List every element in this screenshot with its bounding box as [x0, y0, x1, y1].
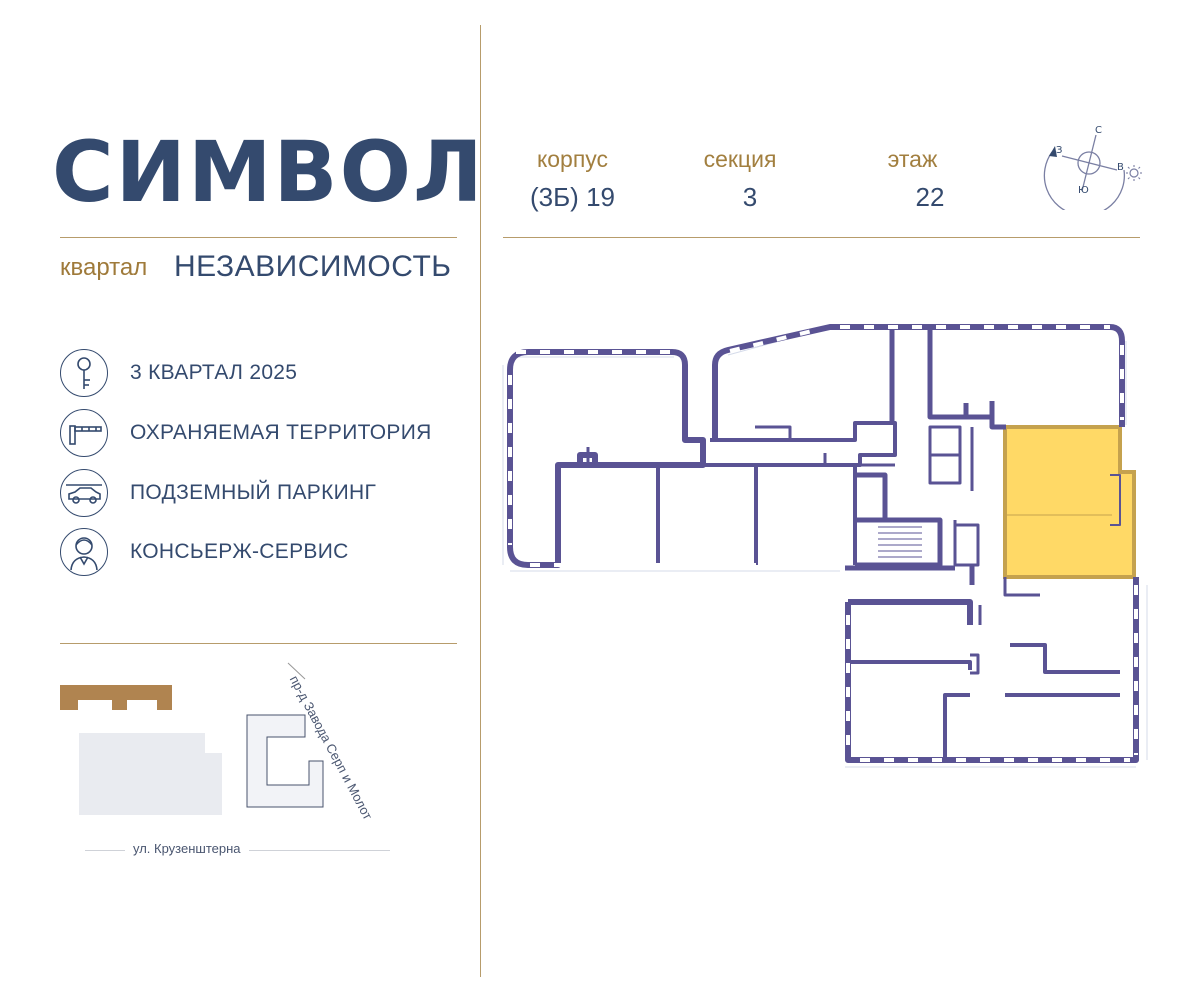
- building-label: корпус: [536, 146, 609, 172]
- feature-label: ОХРАНЯЕМАЯ ТЕРРИТОРИЯ: [130, 421, 432, 444]
- divider: [60, 643, 457, 644]
- feature-completion: 3 КВАРТАЛ 2025: [60, 348, 297, 398]
- compass-icon: С Ю З В: [1043, 125, 1142, 210]
- compass-west: З: [1056, 145, 1062, 156]
- divider: [60, 237, 457, 238]
- concierge-icon: [60, 528, 108, 576]
- site-map: [60, 662, 324, 815]
- barrier-icon: [60, 409, 108, 457]
- divider: [503, 237, 1140, 238]
- vertical-divider: [480, 25, 481, 977]
- section-value: 3: [742, 182, 758, 212]
- car-icon: [60, 469, 108, 517]
- key-icon: [60, 349, 108, 397]
- feature-parking: ПОДЗЕМНЫЙ ПАРКИНГ: [60, 468, 376, 518]
- compass-north: С: [1095, 125, 1102, 136]
- feature-concierge: КОНСЬЕРЖ-СЕРВИС: [60, 527, 349, 577]
- floor-plan: [502, 324, 1148, 768]
- site-building-outline: [246, 714, 324, 808]
- feature-label: 3 КВАРТАЛ 2025: [130, 361, 298, 384]
- quarter-name: НЕЗАВИСИМОСТЬ: [174, 250, 452, 283]
- quarter-prefix: квартал: [60, 254, 148, 281]
- feature-label: ПОДЗЕМНЫЙ ПАРКИНГ: [130, 481, 377, 504]
- floor-value: 22: [915, 182, 945, 212]
- compass-south: Ю: [1078, 185, 1089, 196]
- feature-label: КОНСЬЕРЖ-СЕРВИС: [130, 540, 349, 563]
- highlighted-apartment: [1003, 425, 1136, 579]
- compass-east: В: [1117, 162, 1124, 173]
- feature-security: ОХРАНЯЕМАЯ ТЕРРИТОРИЯ: [60, 408, 432, 458]
- site-building-gray: [79, 733, 222, 815]
- floor-label: этаж: [887, 146, 938, 172]
- section-label: секция: [703, 146, 777, 172]
- building-value: (3Б) 19: [530, 182, 615, 212]
- logo: СИМВОЛ: [52, 123, 485, 221]
- street-bottom: ул. Крузенштерна: [125, 841, 249, 856]
- site-building-brown: [60, 685, 172, 710]
